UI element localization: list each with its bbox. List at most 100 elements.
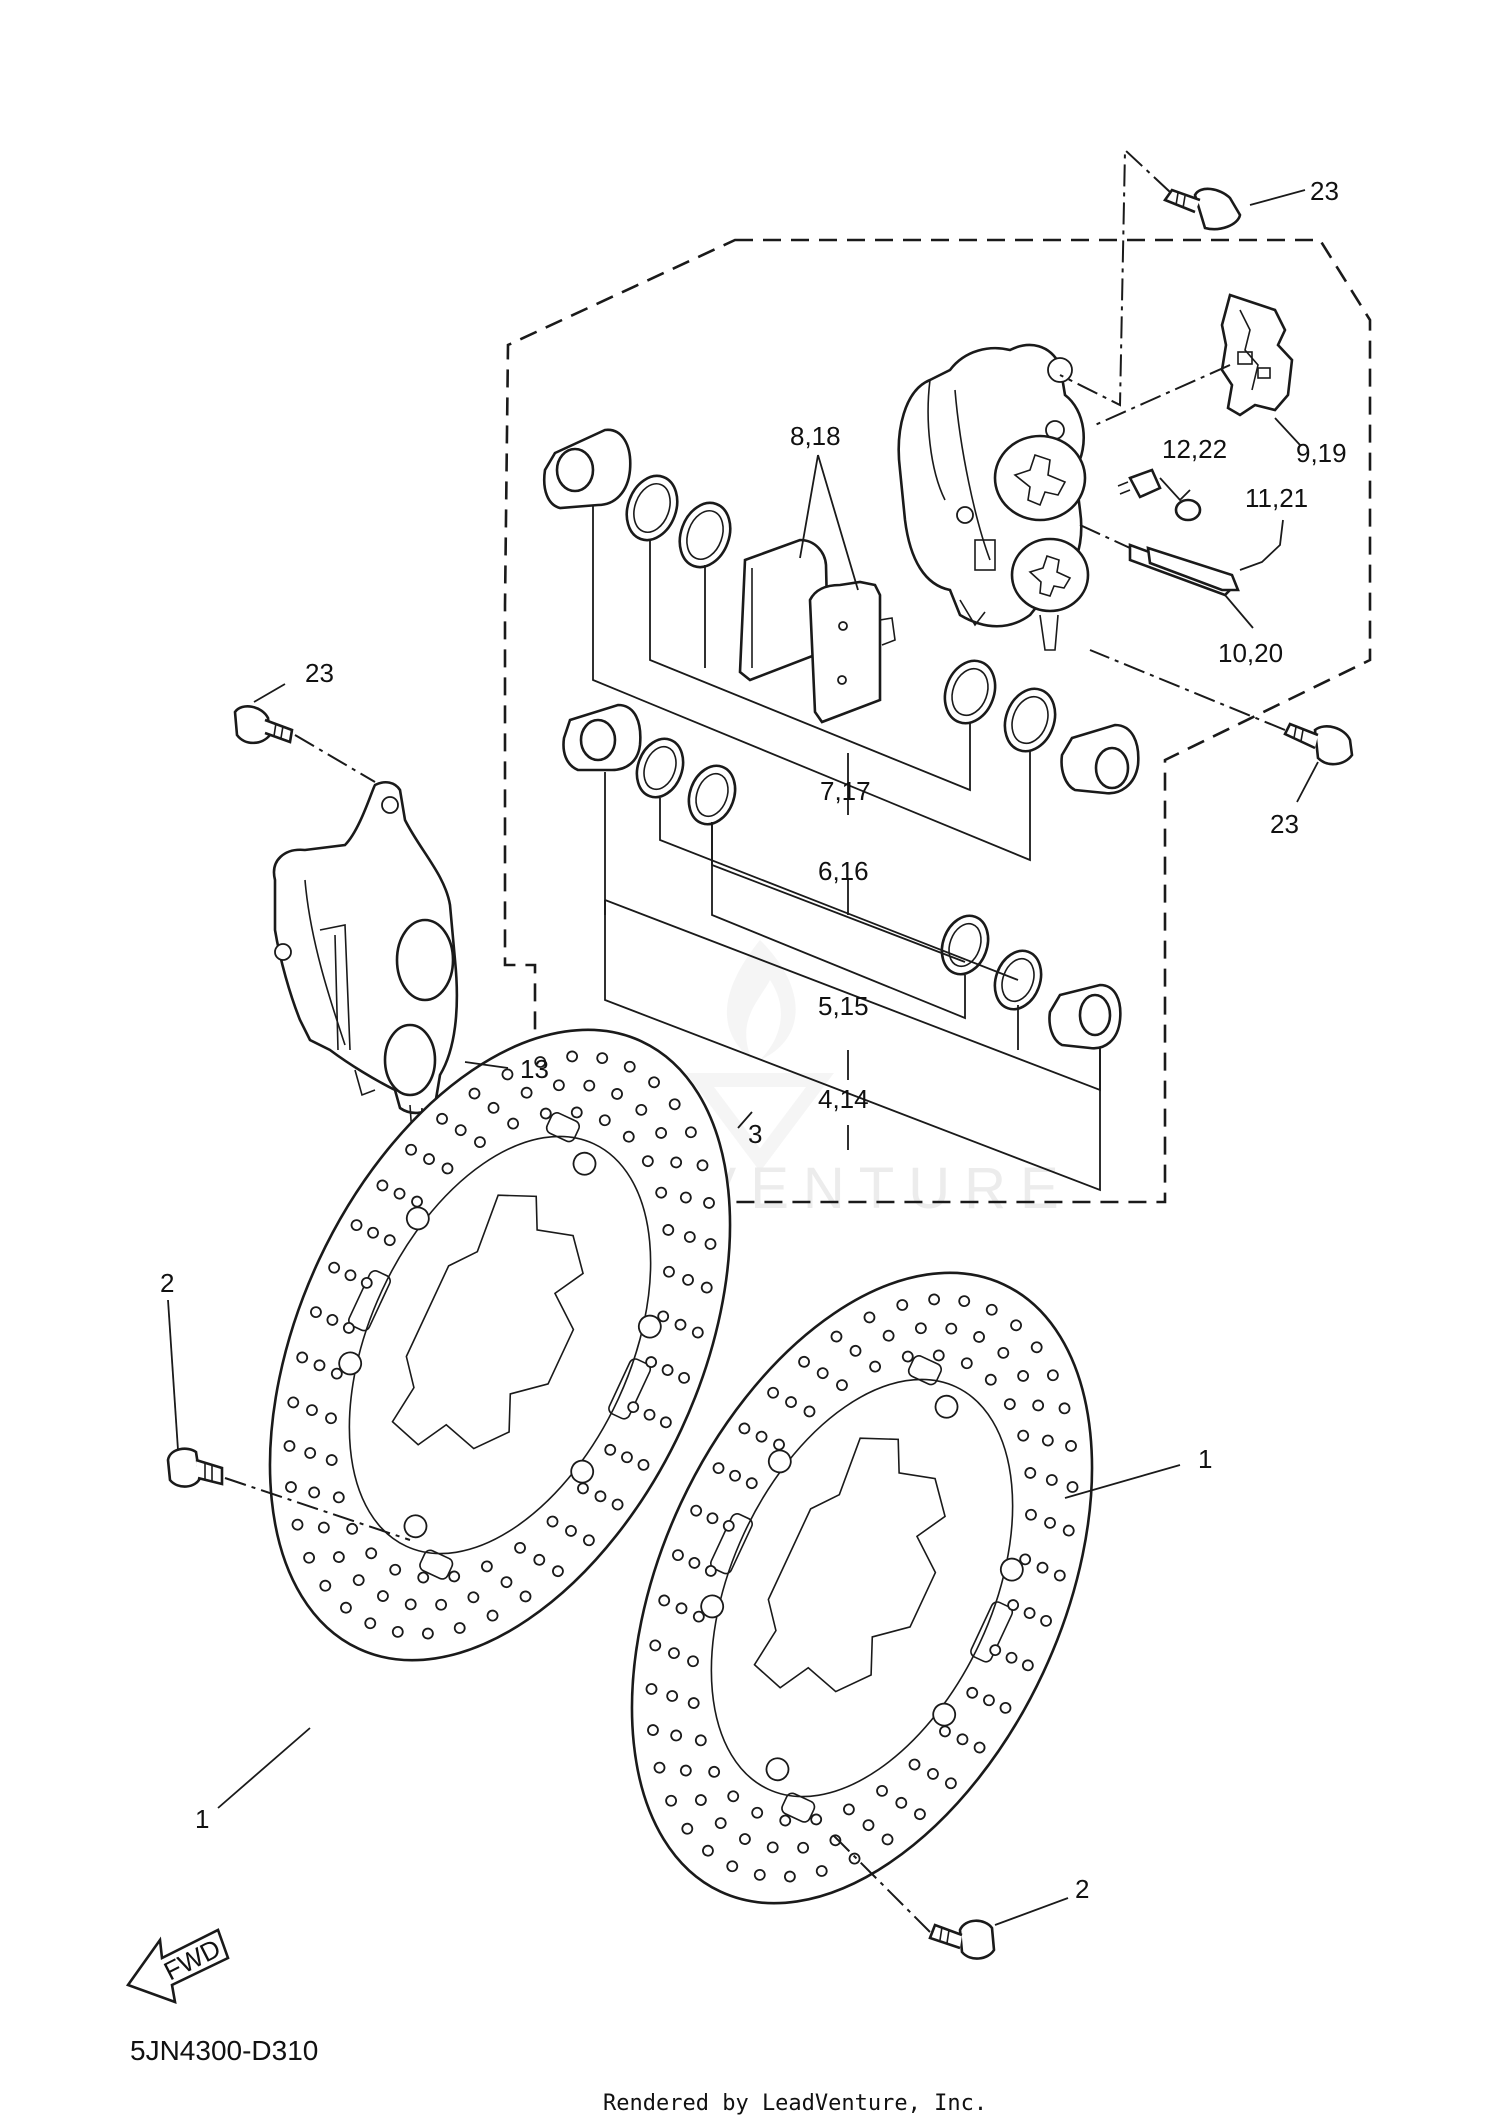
disc-vent-hole: [389, 1563, 402, 1576]
disc-vent-hole: [939, 1725, 951, 1738]
disc-vent-hole: [577, 1482, 589, 1495]
disc-vent-hole: [565, 1525, 577, 1537]
disc-vent-hole: [533, 1553, 546, 1566]
disc-vent-hole: [783, 1870, 796, 1883]
callout-5-15: 5,15: [818, 991, 869, 1021]
diagram-code: 5JN4300-D310: [130, 2035, 318, 2066]
seal-upper-2: [678, 501, 732, 569]
render-credit: Rendered by LeadVenture, Inc.: [603, 2091, 987, 2116]
disc-vent-hole: [722, 1519, 735, 1532]
disc-vent-hole: [520, 1086, 533, 1099]
disc-vent-hole: [1062, 1524, 1075, 1537]
disc-vent-hole: [376, 1179, 389, 1192]
disc-vent-hole: [798, 1355, 810, 1368]
disc-vent-hole: [1017, 1370, 1030, 1382]
disc-vent-hole: [621, 1451, 633, 1464]
left-caliper: [272, 780, 459, 1136]
disc-vent-hole: [966, 1686, 979, 1699]
disc-vent-hole: [797, 1841, 810, 1854]
disc-vent-hole: [1005, 1651, 1018, 1664]
disc-vent-hole: [1040, 1614, 1052, 1627]
disc-vent-hole: [319, 1579, 332, 1592]
disc-vent-hole: [310, 1306, 322, 1319]
disc-vent-hole: [696, 1159, 709, 1172]
upper-caliper: [897, 343, 1090, 651]
disc-vent-hole: [694, 1734, 707, 1747]
callout-7-17: 7,17: [820, 776, 871, 806]
disc-vent-hole: [344, 1269, 357, 1282]
disc-vent-hole: [704, 1238, 717, 1250]
disc-vent-hole: [663, 1265, 675, 1278]
disc-vent-hole: [546, 1515, 559, 1528]
disc-vent-hole: [683, 1231, 696, 1243]
disc-vent-hole: [308, 1486, 321, 1499]
disc-vent-hole: [679, 1764, 692, 1777]
disc-vent-hole: [928, 1293, 941, 1306]
disc-vent-hole: [849, 1344, 862, 1357]
bleeder-screw: [1117, 468, 1202, 522]
callout-10-20: 10,20: [1218, 638, 1283, 668]
disc-vent-hole: [869, 1360, 881, 1373]
disc-vent-hole: [694, 1794, 707, 1806]
disc-vent-hole: [296, 1351, 309, 1364]
brake-disc-right-holes: [645, 1293, 1079, 1883]
disc-vent-hole: [997, 1346, 1010, 1359]
disc-vent-hole: [342, 1322, 355, 1334]
disc-vent-hole: [895, 1796, 908, 1809]
bolt-23-right: [1283, 722, 1354, 766]
disc-vent-hole: [714, 1817, 727, 1830]
disc-vent-hole: [285, 1481, 297, 1493]
callout-23-left: 23: [305, 658, 334, 688]
piston-lower-right: [1048, 983, 1122, 1050]
callout-13: 13: [520, 1054, 549, 1084]
disc-vent-hole: [662, 1224, 675, 1236]
disc-vent-hole: [665, 1794, 677, 1807]
disc-vent-hole: [352, 1574, 365, 1587]
disc-vent-hole: [566, 1050, 579, 1063]
seal-upper-4: [1003, 687, 1057, 753]
disc-vent-hole: [843, 1803, 855, 1816]
piston-lower-left: [562, 703, 642, 772]
disc-vent-hole: [727, 1790, 740, 1803]
disc-vent-hole: [1017, 1429, 1030, 1442]
disc-vent-hole: [404, 1598, 417, 1611]
disc-vent-hole: [655, 1186, 668, 1199]
fwd-label: FWD: [159, 1933, 225, 1987]
disc-vent-hole: [304, 1447, 317, 1459]
disc-vent-hole: [702, 1844, 714, 1857]
seal-lower-3: [940, 914, 990, 976]
disc-vent-hole: [645, 1356, 658, 1368]
disc-vent-hole: [1044, 1516, 1056, 1529]
disc-vent-hole: [932, 1349, 945, 1362]
disc-vent-hole: [454, 1124, 467, 1137]
disc-vent-hole: [927, 1768, 939, 1780]
disc-vent-hole: [706, 1512, 719, 1525]
disc-vent-hole: [688, 1557, 701, 1569]
disc-vent-hole: [346, 1522, 359, 1535]
callout-11-21: 11,21: [1245, 483, 1308, 513]
disc-vent-hole: [830, 1330, 843, 1343]
disc-vent-hole: [685, 1126, 697, 1139]
disc-vent-hole: [328, 1261, 341, 1274]
seal-lower-1: [635, 737, 685, 799]
disc-vent-hole: [552, 1565, 564, 1578]
disc-vent-hole: [598, 1114, 611, 1127]
disc-vent-hole: [687, 1655, 699, 1668]
disc-vent-hole: [637, 1458, 650, 1471]
disc-vent-hole: [739, 1833, 751, 1845]
disc-vent-hole: [649, 1639, 662, 1652]
seal-upper-3: [943, 659, 997, 725]
disc-vent-hole: [666, 1690, 679, 1702]
disc-vent-hole: [539, 1107, 552, 1120]
disc-vent-hole: [467, 1591, 480, 1604]
piston-upper-left: [542, 428, 632, 510]
disc-vent-hole: [534, 1056, 547, 1068]
disc-vent-hole: [552, 1079, 565, 1092]
disc-vent-hole: [1023, 1607, 1036, 1619]
caliper-assembly-boundary: [503, 238, 1372, 1204]
disc-vent-hole: [945, 1322, 958, 1335]
disc-vent-hole: [1066, 1481, 1079, 1493]
disc-vent-hole: [423, 1153, 435, 1165]
disc-vent-hole: [448, 1570, 461, 1583]
disc-vent-hole: [421, 1627, 434, 1640]
